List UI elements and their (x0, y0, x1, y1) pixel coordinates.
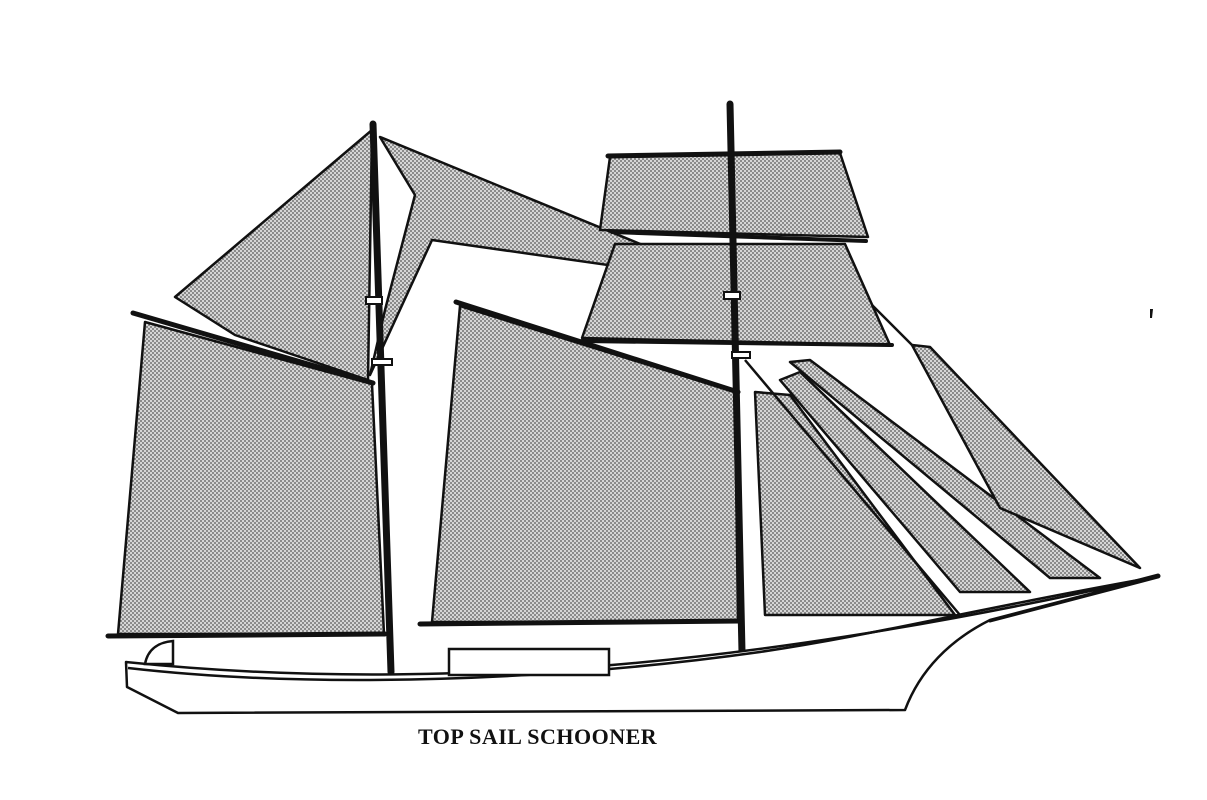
fore-gaff-sail (430, 304, 740, 624)
fore-mast-band-lower (731, 351, 751, 359)
stern-hatch (143, 639, 175, 666)
outer-jib (788, 358, 1102, 580)
fore-boom (417, 618, 743, 627)
hull-sheer-line (127, 576, 1151, 682)
aft-boom (105, 631, 388, 639)
inner-jib (778, 370, 1032, 594)
drawing-caption: TOP SAIL SCHOONER (418, 724, 658, 749)
fore-mast (726, 100, 746, 656)
topgallant-yard (605, 149, 843, 159)
bowsprit-stay (871, 304, 913, 346)
fore-stay (744, 359, 961, 616)
lower-topsail-yard (580, 339, 894, 347)
fore-mast-band-upper (723, 291, 741, 300)
stray-mark (1150, 309, 1153, 318)
aft-mast (369, 120, 395, 676)
aft-gaff (130, 310, 376, 386)
fore-gaff (453, 299, 741, 395)
deckhouse (447, 647, 611, 677)
aft-mast-band-upper (365, 296, 383, 305)
aft-mast-band-lower (371, 358, 393, 366)
flying-jib (910, 343, 1142, 570)
topsail-yard (610, 230, 868, 243)
